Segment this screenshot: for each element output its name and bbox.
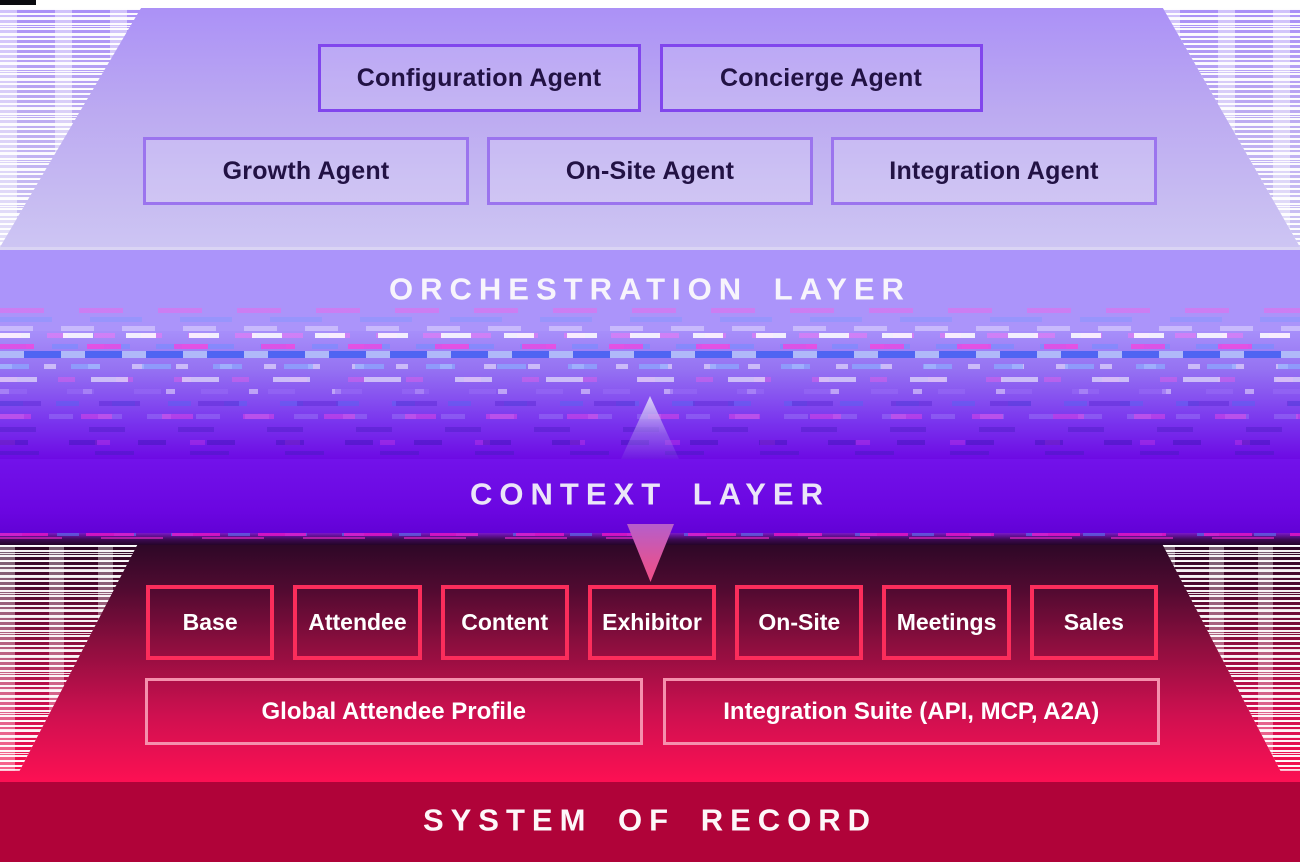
agent-box: Concierge Agent bbox=[659, 44, 983, 112]
record-module-box: On-Site bbox=[735, 585, 864, 660]
record-module-box: Content bbox=[440, 585, 569, 660]
record-module-box: Exhibitor bbox=[587, 585, 717, 660]
glitch-dash-row bbox=[0, 317, 1300, 322]
glitch-dash-row bbox=[0, 364, 1300, 369]
context-layer-band: CONTEXT LAYER bbox=[0, 459, 1300, 533]
orchestration-layer-band: ORCHESTRATION LAYER bbox=[0, 247, 1300, 331]
wide-module-row: Global Attendee Profile Integration Suite… bbox=[145, 678, 1160, 745]
context-layer-title: CONTEXT LAYER bbox=[470, 476, 830, 512]
record-module-box: Meetings bbox=[882, 585, 1011, 660]
orchestration-trapezoid bbox=[0, 8, 1300, 247]
glitch-blue-band bbox=[0, 351, 1300, 358]
orchestration-layer-title: ORCHESTRATION LAYER bbox=[389, 271, 911, 307]
agent-box: Integration Agent bbox=[831, 137, 1157, 205]
glitch-dash-row bbox=[0, 308, 1300, 313]
wide-module-box: Global Attendee Profile bbox=[145, 678, 643, 745]
glitch-dash-row bbox=[0, 377, 1300, 382]
agent-row-2: Growth Agent On-Site Agent Integration Age… bbox=[0, 137, 1300, 205]
glitch-dash-row bbox=[0, 333, 1300, 338]
corner-glitch-dash bbox=[0, 0, 36, 5]
record-module-box: Base bbox=[146, 585, 275, 660]
agent-row-1: Configuration Agent Concierge Agent bbox=[0, 44, 1300, 112]
system-of-record-title: SYSTEM OF RECORD bbox=[422, 802, 878, 838]
glitch-dash-row bbox=[0, 389, 1300, 394]
agent-box: On-Site Agent bbox=[487, 137, 813, 205]
record-module-box: Sales bbox=[1029, 585, 1158, 660]
system-of-record-band: SYSTEM OF RECORD bbox=[0, 782, 1300, 862]
agent-box: Configuration Agent bbox=[317, 44, 641, 112]
agent-box: Growth Agent bbox=[143, 137, 469, 205]
record-module-box: Attendee bbox=[293, 585, 422, 660]
glitch-dash-row bbox=[0, 344, 1300, 349]
wide-module-box: Integration Suite (API, MCP, A2A) bbox=[662, 678, 1160, 745]
